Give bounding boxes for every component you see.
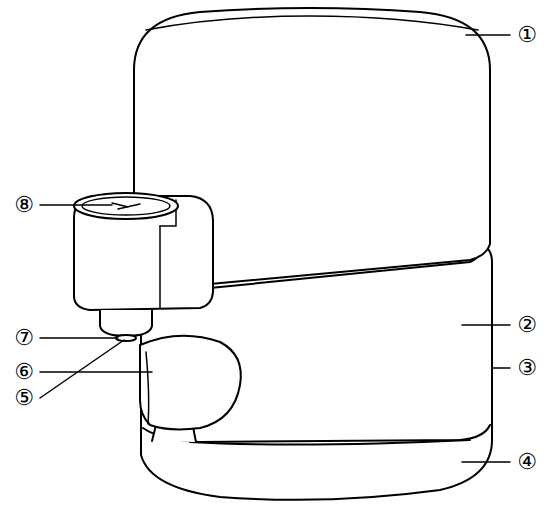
cup-recess <box>140 336 241 430</box>
nozzle-tip <box>116 335 136 341</box>
callout-number: ⑦ <box>13 327 35 349</box>
button-inner <box>82 197 170 215</box>
module-edge <box>159 226 161 308</box>
callout-number: ② <box>516 314 538 336</box>
lid-edge <box>146 16 478 30</box>
leader-lines <box>40 35 510 462</box>
callout-number: ③ <box>516 357 538 379</box>
callout-number: ⑥ <box>13 361 35 383</box>
button <box>74 193 178 219</box>
nozzle <box>100 310 152 336</box>
callout-number: ⑤ <box>13 387 35 409</box>
callout-number: ① <box>516 24 538 46</box>
callout-number: ⑧ <box>13 194 35 216</box>
button-mark <box>112 203 140 209</box>
base-ring-edge <box>190 440 470 445</box>
callout-number: ④ <box>516 451 538 473</box>
recess-inner <box>146 352 149 424</box>
